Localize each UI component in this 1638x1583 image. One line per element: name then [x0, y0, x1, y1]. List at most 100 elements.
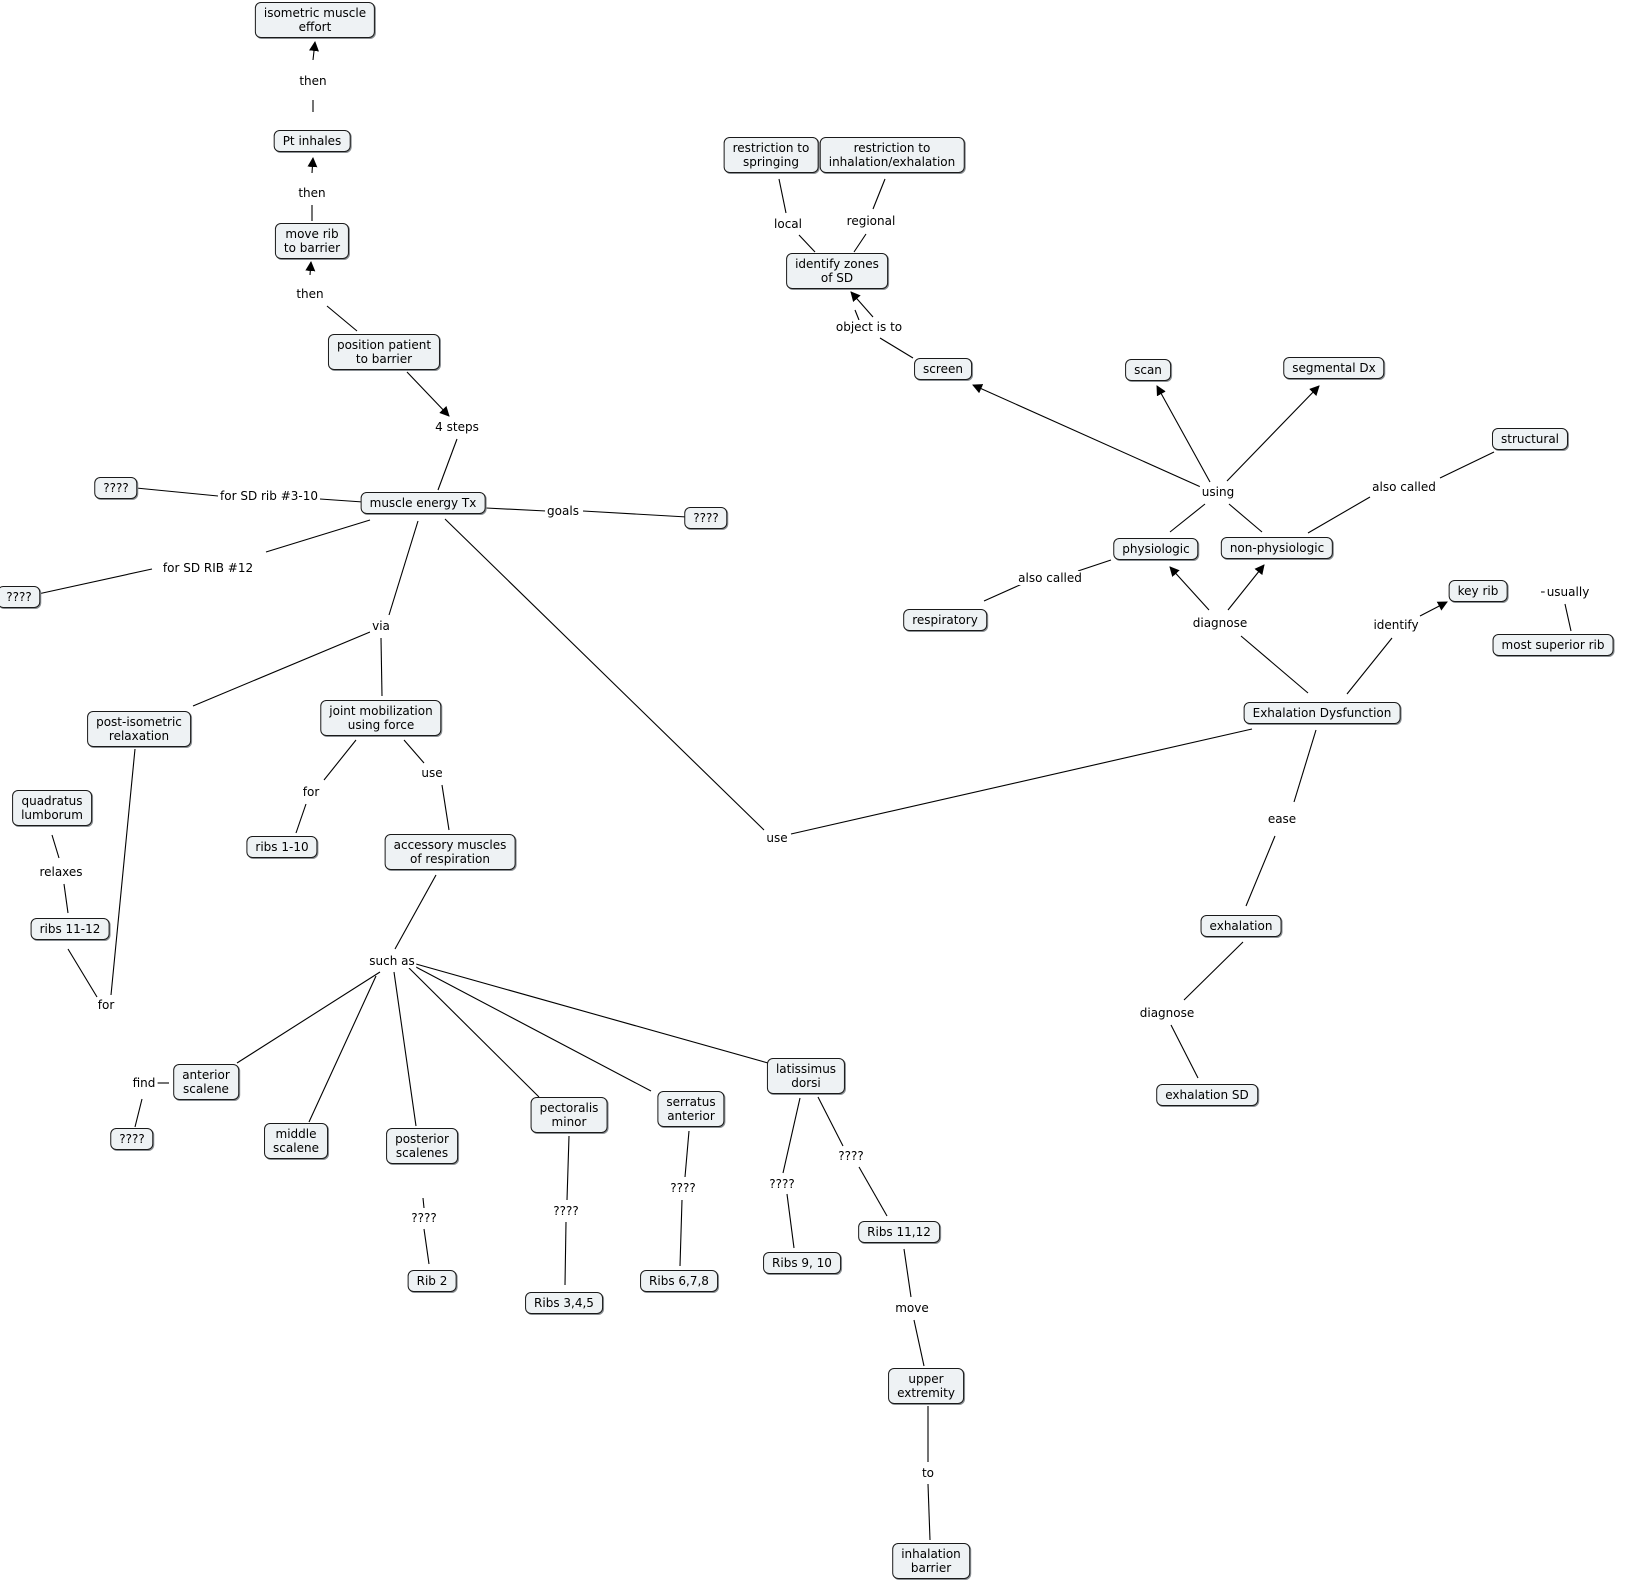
node-scan[interactable]: scan — [1125, 359, 1171, 381]
node-physiologic[interactable]: physiologic — [1113, 538, 1199, 560]
connector-line — [858, 1166, 888, 1217]
connector-line — [1169, 503, 1206, 533]
connector-line — [1183, 941, 1244, 1001]
connector-line — [1439, 451, 1495, 479]
link-label-also-called: also called — [1370, 480, 1438, 494]
connector-line — [679, 1199, 683, 1267]
connector-line — [684, 1130, 690, 1178]
node-accessory-muscles[interactable]: accessory muscles of respiration — [384, 834, 516, 870]
node-unknown-sd-rib-3-10[interactable]: ???? — [94, 477, 138, 499]
link-label-unknown: ???? — [836, 1149, 866, 1163]
node-unknown-goals[interactable]: ???? — [684, 507, 728, 529]
node-ribs-11-12-lat[interactable]: Ribs 11,12 — [858, 1221, 940, 1243]
link-label-diagnose: diagnose — [1137, 1006, 1197, 1020]
connector-line — [135, 487, 219, 497]
connector-line — [134, 1098, 143, 1128]
node-ribs-6-7-8[interactable]: Ribs 6,7,8 — [640, 1270, 718, 1292]
node-key-rib[interactable]: key rib — [1448, 580, 1508, 602]
node-isometric-muscle-effort[interactable]: isometric muscle effort — [254, 2, 376, 38]
node-structural[interactable]: structural — [1491, 428, 1569, 450]
connector-line — [1077, 559, 1112, 572]
connector-line — [564, 1221, 567, 1286]
connector-line — [582, 510, 688, 518]
node-non-physiologic[interactable]: non-physiologic — [1220, 537, 1334, 559]
node-pectoralis-minor[interactable]: pectoralis minor — [530, 1097, 608, 1133]
connector-line — [437, 438, 458, 491]
node-ribs-9-10[interactable]: Ribs 9, 10 — [763, 1252, 841, 1274]
link-label-regional: regional — [844, 214, 898, 228]
connector-line — [817, 1096, 844, 1147]
connector-arrow — [1169, 566, 1210, 611]
link-label-goals: goals — [545, 504, 581, 518]
connector-line — [786, 1193, 795, 1249]
link-label-unknown: ???? — [551, 1204, 581, 1218]
link-label-for-sd-rib-12: for SD RIB #12 — [160, 561, 256, 575]
node-post-isometric-relaxation[interactable]: post-isometric relaxation — [87, 711, 191, 747]
connector-line — [927, 1483, 931, 1541]
node-latissimus-dorsi[interactable]: latissimus dorsi — [766, 1058, 846, 1094]
connector-line — [388, 520, 419, 616]
node-position-patient-to-barrier[interactable]: position patient to barrier — [327, 334, 441, 370]
node-exhalation[interactable]: exhalation — [1200, 915, 1282, 937]
connector-line — [1293, 729, 1317, 803]
node-inhalation-barrier[interactable]: inhalation barrier — [892, 1543, 970, 1579]
connector-line — [63, 883, 69, 914]
node-middle-scalene[interactable]: middle scalene — [264, 1123, 328, 1159]
node-joint-mobilization[interactable]: joint mobilization using force — [320, 700, 442, 736]
node-pt-inhales[interactable]: Pt inhales — [273, 130, 351, 152]
node-most-superior-rib[interactable]: most superior rib — [1492, 634, 1614, 656]
link-label-use: use — [764, 831, 790, 845]
connector-line — [423, 1228, 430, 1265]
link-label-ease: ease — [1265, 812, 1299, 826]
connector-line — [323, 739, 357, 781]
connector-line — [566, 1135, 570, 1201]
node-ribs-11-12[interactable]: ribs 11-12 — [30, 918, 110, 940]
link-label-object-is-to: object is to — [833, 320, 905, 334]
connector-line — [192, 631, 371, 707]
connector-line — [326, 305, 358, 332]
node-restriction-to-inhalation-exhalation[interactable]: restriction to inhalation/exhalation — [819, 137, 965, 173]
link-label-unknown: ???? — [409, 1211, 439, 1225]
link-label-diagnose: diagnose — [1190, 616, 1250, 630]
connector-line — [295, 803, 307, 834]
node-exhalation-sd[interactable]: exhalation SD — [1156, 1084, 1258, 1106]
connector-line — [265, 519, 371, 553]
connector-line — [408, 967, 540, 1098]
node-muscle-energy-tx[interactable]: muscle energy Tx — [360, 492, 486, 514]
connector-arrow — [1227, 564, 1265, 611]
connector-line — [110, 748, 136, 996]
node-move-rib-to-barrier[interactable]: move rib to barrier — [274, 223, 350, 259]
link-label-using: using — [1199, 485, 1237, 499]
connector-line — [872, 178, 886, 210]
connector-arrow — [406, 371, 450, 417]
connector-arrow — [972, 384, 1204, 489]
node-ribs-1-10[interactable]: ribs 1-10 — [246, 836, 318, 858]
link-label-then: then — [296, 186, 328, 200]
connector-line — [308, 975, 377, 1123]
link-label-via: via — [370, 619, 392, 633]
connector-line — [1228, 503, 1263, 533]
node-identify-zones-of-sd[interactable]: identify zones of SD — [786, 253, 888, 289]
node-posterior-scalenes[interactable]: posterior scalenes — [386, 1128, 458, 1164]
node-quadratus-lumborum[interactable]: quadratus lumborum — [12, 790, 92, 826]
node-respiratory[interactable]: respiratory — [903, 609, 987, 631]
node-anterior-scalene[interactable]: anterior scalene — [173, 1064, 239, 1100]
connector-arrow — [307, 157, 318, 174]
node-restriction-to-springing[interactable]: restriction to springing — [723, 137, 819, 173]
node-exhalation-dysfunction[interactable]: Exhalation Dysfunction — [1243, 702, 1401, 724]
node-ribs-3-4-5[interactable]: Ribs 3,4,5 — [525, 1292, 603, 1314]
connector-line — [415, 963, 769, 1064]
node-unknown-anterior-scalene[interactable]: ???? — [110, 1128, 154, 1150]
link-label-for: for — [95, 998, 117, 1012]
node-upper-extremity[interactable]: upper extremity — [888, 1368, 964, 1404]
connector-arrow — [1419, 601, 1448, 617]
node-screen[interactable]: screen — [914, 358, 972, 380]
node-segmental-dx[interactable]: segmental Dx — [1283, 357, 1385, 379]
link-label-then: then — [294, 287, 326, 301]
connector-line — [790, 728, 1253, 835]
connector-arrow — [1226, 385, 1320, 482]
node-serratus-anterior[interactable]: serratus anterior — [657, 1091, 725, 1127]
connector-line — [403, 739, 425, 764]
node-unknown-sd-rib-12[interactable]: ???? — [0, 586, 41, 608]
node-rib-2[interactable]: Rib 2 — [407, 1270, 457, 1292]
